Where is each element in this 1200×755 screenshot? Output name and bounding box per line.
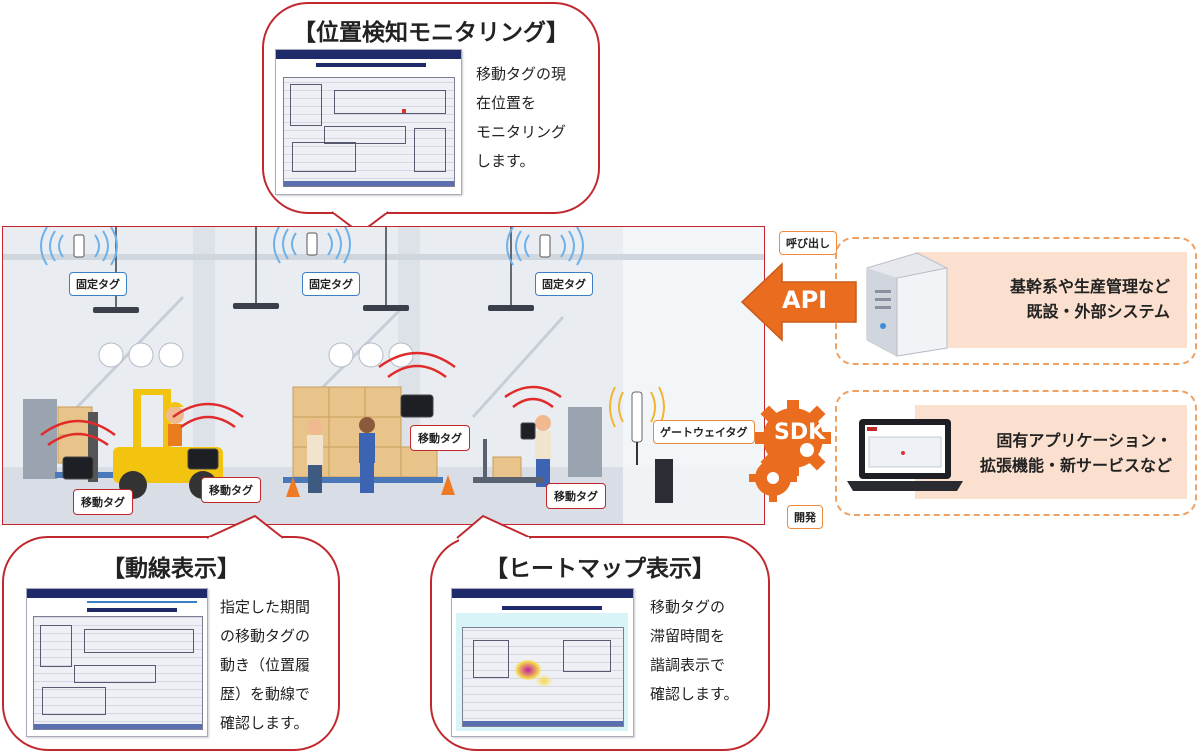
custom-app-line-2: 拡張機能・新サービスなど — [979, 456, 1172, 475]
trajectory-desc-line-2: の移動タグの — [220, 627, 311, 645]
fixed-tag-label-2: 固定タグ — [302, 272, 360, 296]
monitoring-desc-line-4: します。 — [476, 152, 535, 170]
laptop-icon — [847, 419, 963, 491]
heatmap-title: 【ヒートマップ表示】 — [485, 556, 715, 582]
external-system-line-2: 既設・外部システム — [1026, 302, 1170, 321]
heatmap-desc-line-2: 滞留時間を — [650, 627, 726, 645]
monitoring-title: 【位置検知モニタリング】 — [293, 20, 569, 46]
heatmap-desc-line-3: 諧調表示で — [650, 656, 726, 674]
trajectory-bubble-pointer — [206, 514, 284, 546]
server-icon — [866, 252, 948, 357]
trajectory-description: 指定した期間 の移動タグの 動き（位置履 歴）を動線で 確認します。 — [220, 593, 335, 738]
fixed-tag-label-3: 固定タグ — [535, 272, 593, 296]
warehouse-illustration: 固定タグ 固定タグ 固定タグ 移動タグ 移動タグ 移動タグ 移動タグ ゲートウェ… — [2, 226, 765, 525]
heatmap-desc-line-1: 移動タグの — [650, 598, 726, 616]
heatmap-desc-line-4: 確認します。 — [650, 685, 739, 703]
custom-app-text: 固有アプリケーション・ 拡張機能・新サービスなど — [930, 428, 1172, 478]
api-arrow-label: API — [782, 286, 828, 314]
trajectory-desc-line-5: 確認します。 — [220, 714, 309, 732]
fixed-tag-label-1: 固定タグ — [69, 272, 127, 296]
warehouse-scene — [3, 227, 764, 524]
mobile-tag-label-4: 移動タグ — [546, 483, 606, 509]
external-system-line-1: 基幹系や生産管理など — [1009, 277, 1170, 296]
trajectory-screenshot — [26, 588, 208, 737]
mobile-tag-label-3: 移動タグ — [410, 425, 470, 451]
custom-app-panel — [835, 390, 1197, 516]
api-arrow-icon — [740, 262, 857, 342]
monitoring-description: 移動タグの現 在位置を モニタリング します。 — [476, 60, 586, 176]
trajectory-title: 【動線表示】 — [102, 556, 240, 582]
sdk-gear-icon — [749, 400, 831, 502]
monitoring-desc-line-3: モニタリング — [476, 123, 567, 141]
monitoring-screenshot — [275, 49, 462, 195]
heatmap-description: 移動タグの 滞留時間を 諧調表示で 確認します。 — [650, 593, 760, 709]
sdk-gear-label: SDK — [774, 420, 826, 445]
trajectory-desc-line-1: 指定した期間 — [220, 598, 311, 616]
heatmap-bubble-pointer — [456, 514, 532, 546]
mobile-tag-label-1: 移動タグ — [73, 489, 133, 515]
monitoring-bubble-pointer — [331, 200, 389, 235]
api-call-label: 呼び出し — [779, 231, 837, 255]
gateway-tag-label: ゲートウェイタグ — [653, 420, 755, 444]
heatmap-screenshot — [451, 588, 634, 737]
mobile-tag-label-2: 移動タグ — [201, 477, 261, 503]
trajectory-desc-line-3: 動き（位置履 — [220, 656, 311, 674]
external-system-text: 基幹系や生産管理など 既設・外部システム — [930, 274, 1170, 324]
custom-app-line-1: 固有アプリケーション・ — [996, 431, 1172, 450]
external-system-box — [915, 252, 1187, 348]
monitoring-desc-line-1: 移動タグの現 — [476, 65, 567, 83]
monitoring-desc-line-2: 在位置を — [476, 94, 537, 112]
sdk-dev-label: 開発 — [787, 505, 823, 529]
trajectory-desc-line-4: 歴）を動線で — [220, 685, 311, 703]
